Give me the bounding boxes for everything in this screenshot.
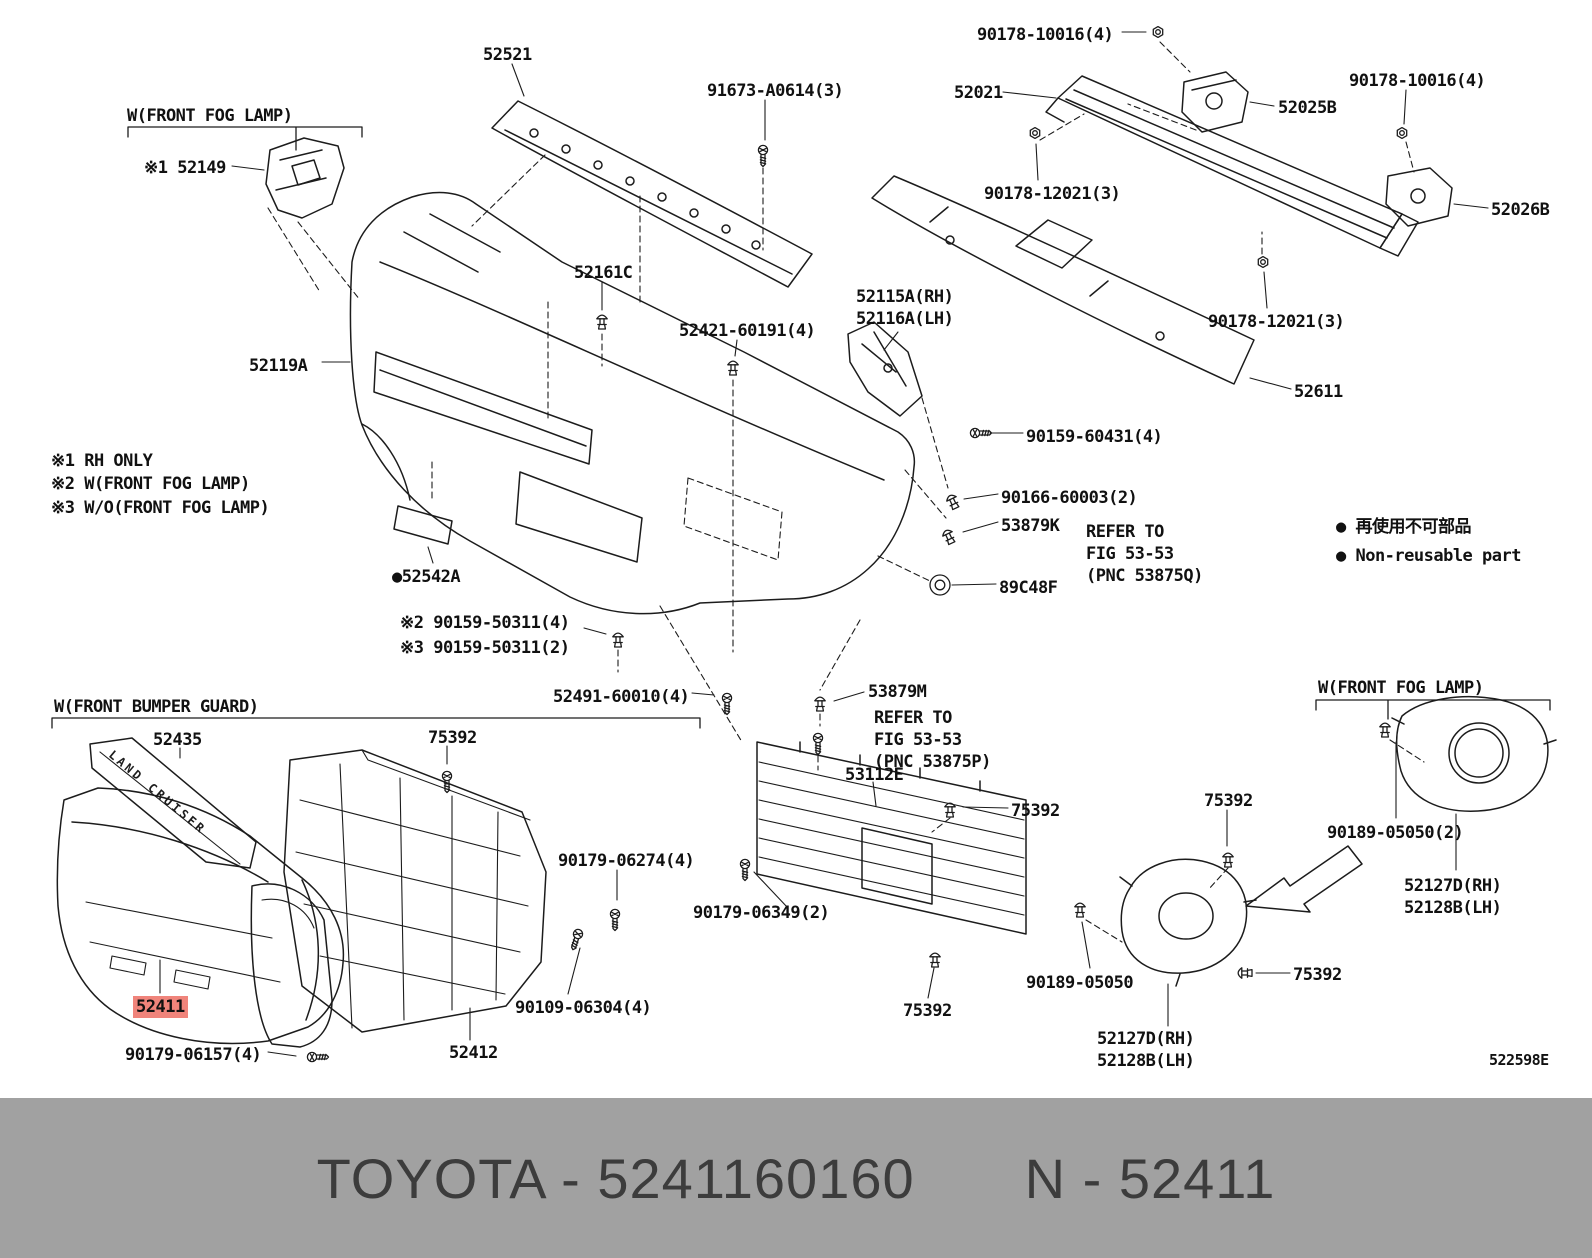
upper-retainer-art bbox=[491, 100, 813, 288]
part-number-label: 52127D(RH) 52128B(LH) bbox=[1404, 876, 1502, 919]
part-number-label: 90109-06304(4) bbox=[515, 998, 652, 1018]
part-number-label: 52026B bbox=[1491, 200, 1550, 220]
part-number-label: 75392 bbox=[1293, 965, 1342, 985]
part-number-label: 52521 bbox=[483, 45, 532, 65]
guard-lower-cover-art bbox=[56, 787, 345, 1045]
part-number-label: 75392 bbox=[428, 728, 477, 748]
note-label: ※2 W(FRONT FOG LAMP) bbox=[51, 474, 250, 494]
fog-bezel-right-art bbox=[1391, 695, 1557, 812]
part-number-label: REFER TO FIG 53-53 (PNC 53875P) bbox=[874, 708, 991, 773]
mount-bracket-lh-art bbox=[1385, 167, 1453, 227]
part-number-label: 52025B bbox=[1278, 98, 1337, 118]
side-bracket-art bbox=[847, 321, 923, 417]
part-number-label: 52411 bbox=[133, 996, 188, 1019]
part-number-label: 91673-A0614(3) bbox=[707, 81, 844, 101]
part-number-label: ●52542A bbox=[392, 567, 461, 587]
part-number-label: 52021 bbox=[954, 83, 1003, 103]
part-number-label: 90178-10016(4) bbox=[1349, 71, 1486, 91]
group-header-label: W(FRONT BUMPER GUARD) bbox=[54, 697, 259, 717]
group-bracket-lines bbox=[51, 126, 1551, 729]
note-label: ※3 W/O(FRONT FOG LAMP) bbox=[51, 498, 270, 518]
part-number-label: 89C48F bbox=[999, 578, 1058, 598]
fog-lamp-bracket-art bbox=[265, 137, 345, 219]
part-number-label: 52435 bbox=[153, 730, 202, 750]
fasteners-art bbox=[306, 25, 1408, 1063]
part-number-label: 52421-60191(4) bbox=[679, 321, 816, 341]
part-number-label: 90166-60003(2) bbox=[1001, 488, 1138, 508]
part-number-label: 90159-60431(4) bbox=[1026, 427, 1163, 447]
guard-upper-strip-art bbox=[89, 737, 257, 869]
guard-absorber-art bbox=[283, 749, 547, 1033]
part-number-label: 75392 bbox=[1204, 791, 1253, 811]
part-number-label: 52127D(RH) 52128B(LH) bbox=[1097, 1029, 1195, 1072]
part-number-label: 90189-05050(2) bbox=[1327, 823, 1464, 843]
projection-dashed-lines bbox=[267, 41, 1425, 943]
absorber-bar-art bbox=[871, 175, 1255, 385]
part-number-label: 53879M bbox=[868, 682, 927, 702]
part-number-label: 90179-06349(2) bbox=[693, 903, 830, 923]
part-number-label: ※2 90159-50311(4) bbox=[400, 613, 570, 633]
guard-side-piece-art bbox=[250, 883, 333, 1048]
mount-bracket-rh-art bbox=[1181, 71, 1249, 133]
legend-label: ● 再使用不可部品 bbox=[1336, 517, 1471, 537]
legend-label: ● Non-reusable part bbox=[1336, 546, 1521, 566]
labels-layer: 90178-10016(4) 52521 91673-A0614(3) 52021 90… bbox=[51, 25, 1550, 1072]
group-header-label: W(FRONT FOG LAMP) bbox=[127, 106, 293, 126]
part-number-label: 52412 bbox=[449, 1043, 498, 1063]
lower-strip-art bbox=[393, 505, 453, 545]
part-number-label: 90178-12021(3) bbox=[984, 184, 1121, 204]
part-number-label: 53112E bbox=[845, 765, 904, 785]
part-number-label: 75392 bbox=[903, 1001, 952, 1021]
part-number-label: 75392 bbox=[1011, 801, 1060, 821]
parts-diagram-drawing: LAND CRUISER bbox=[51, 25, 1557, 1063]
leader-lines bbox=[159, 31, 1489, 1057]
banner-catalog-number: N - 52411 bbox=[1024, 1146, 1276, 1210]
bumper-cover-art bbox=[349, 191, 916, 615]
reinforcement-bar-art bbox=[1045, 75, 1419, 257]
note-label: ※1 RH ONLY bbox=[51, 451, 153, 471]
part-number-label: 52119A bbox=[249, 356, 308, 376]
part-number-label: 90179-06157(4) bbox=[125, 1045, 262, 1065]
part-number-label: ※3 90159-50311(2) bbox=[400, 638, 570, 658]
diagram-ref-label: 522598E bbox=[1489, 1051, 1549, 1069]
part-number-label: 52115A(RH) 52116A(LH) bbox=[856, 287, 954, 330]
part-number-label: ※1 52149 bbox=[144, 158, 226, 178]
part-number-label: 52611 bbox=[1294, 382, 1343, 402]
part-number-label: 90178-12021(3) bbox=[1208, 312, 1345, 332]
part-number-label: 53879K bbox=[1001, 516, 1060, 536]
direction-arrow-icon bbox=[1245, 845, 1363, 913]
group-header-label: W(FRONT FOG LAMP) bbox=[1318, 678, 1484, 698]
parts-diagram: LAND CRUISER 90178-10016(4) 52521 91673-A0… bbox=[51, 25, 1557, 1072]
part-number-label: 90179-06274(4) bbox=[558, 851, 695, 871]
part-number-banner: TOYOTA - 5241160160 N - 52411 bbox=[0, 1098, 1592, 1258]
part-number-label: 52491-60010(4) bbox=[553, 687, 690, 707]
part-number-label: 90178-10016(4) bbox=[977, 25, 1114, 45]
part-number-label: REFER TO FIG 53-53 (PNC 53875Q) bbox=[1086, 522, 1203, 587]
banner-brand-part-number: TOYOTA - 5241160160 bbox=[316, 1146, 915, 1210]
part-number-label: 52161C bbox=[574, 263, 633, 283]
lower-grille-art bbox=[756, 741, 1027, 935]
part-number-label: 90189-05050 bbox=[1026, 973, 1134, 993]
